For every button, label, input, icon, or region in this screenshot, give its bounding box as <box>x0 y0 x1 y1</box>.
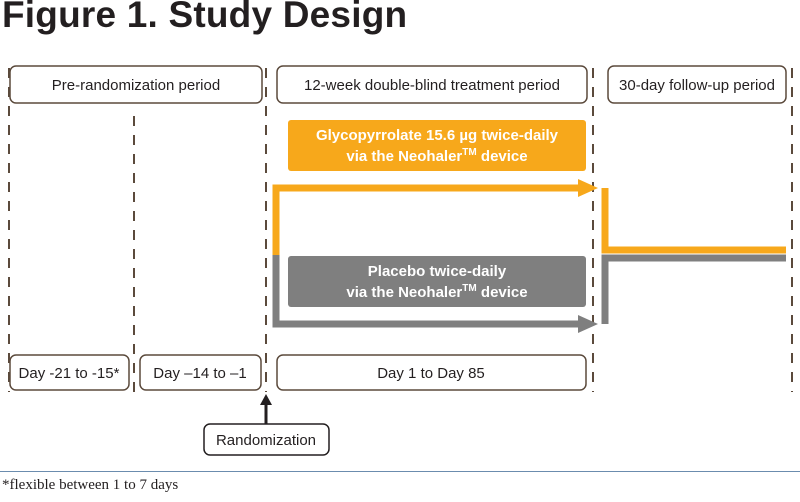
active-arm-line1: Glycopyrrolate 15.6 µg twice-daily <box>316 127 559 144</box>
day-box-screening: Day -21 to -15* <box>9 354 130 391</box>
randomization-label: Randomization <box>216 432 316 449</box>
active-track <box>272 179 786 255</box>
placebo-track <box>272 254 786 333</box>
footnote-divider <box>0 471 800 472</box>
active-treatment-line <box>272 184 586 255</box>
period-label-followup: 30-day follow-up period <box>619 77 775 94</box>
placebo-arrowhead <box>578 315 598 333</box>
active-arrowhead <box>578 179 598 197</box>
day-label-treatment: Day 1 to Day 85 <box>377 365 485 382</box>
day-label-runin: Day –14 to –1 <box>153 365 246 382</box>
study-design-diagram: Pre-randomization period 12-week double-… <box>8 65 793 456</box>
period-label-pre: Pre-randomization period <box>52 77 220 94</box>
day-label-screening: Day -21 to -15* <box>19 365 120 382</box>
period-header-followup: 30-day follow-up period <box>607 65 787 104</box>
placebo-arm-line2: via the NeohalerTM device <box>346 283 527 301</box>
day-box-treatment: Day 1 to Day 85 <box>276 354 587 391</box>
period-header-treatment: 12-week double-blind treatment period <box>276 65 588 104</box>
period-header-pre: Pre-randomization period <box>9 65 263 104</box>
placebo-arm-line1: Placebo twice-daily <box>368 263 507 280</box>
placebo-followup-line <box>601 254 786 324</box>
randomization-marker: Randomization <box>203 394 330 456</box>
placebo-arm-box: Placebo twice-daily via the NeohalerTM d… <box>288 256 586 307</box>
figure-title: Figure 1. Study Design <box>2 0 408 35</box>
active-followup-line <box>601 188 786 254</box>
footnote: *flexible between 1 to 7 days <box>2 477 179 493</box>
active-arm-line2: via the NeohalerTM device <box>346 147 527 165</box>
randomization-arrowhead <box>260 394 272 405</box>
period-dividers <box>8 68 793 392</box>
placebo-treatment-line <box>272 255 586 328</box>
period-label-treatment: 12-week double-blind treatment period <box>304 77 560 94</box>
active-arm-box: Glycopyrrolate 15.6 µg twice-daily via t… <box>288 120 586 171</box>
day-box-runin: Day –14 to –1 <box>139 354 262 391</box>
